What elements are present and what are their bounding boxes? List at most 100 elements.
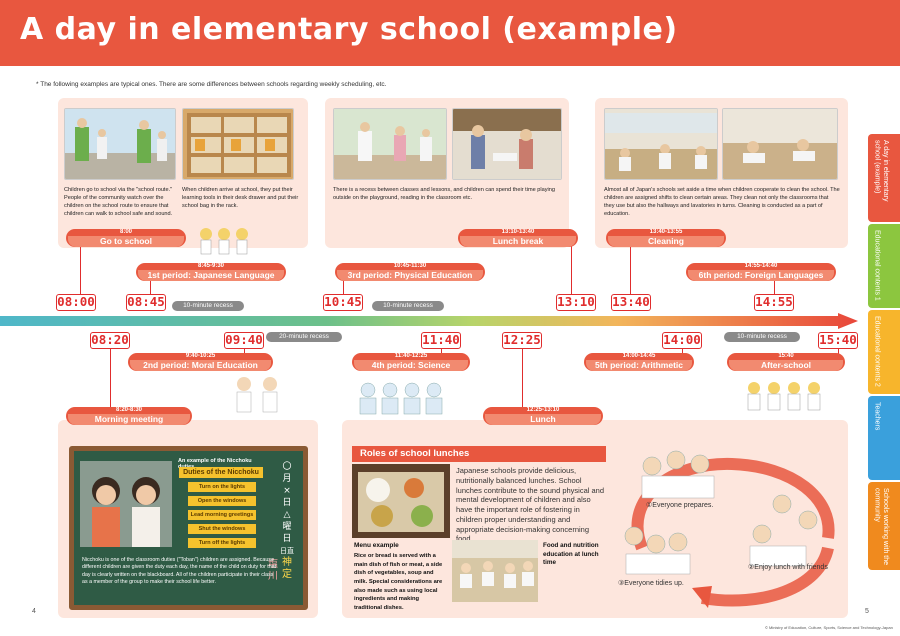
event-name: Lunch break [460, 236, 576, 247]
event-time: 9:40-10:25 [185, 353, 216, 359]
photo-rack [182, 108, 294, 180]
event-time: 14:00-14:45 [622, 353, 656, 359]
children-illustration [236, 377, 278, 413]
photo-school-route [64, 108, 176, 180]
kanji-char: 川 [268, 571, 278, 582]
lunch-description: Japanese schools provide delicious, nutr… [456, 466, 605, 544]
event-time: 10:45-11:30 [393, 263, 427, 269]
event-name: 2nd period: Moral Education [130, 360, 271, 371]
clock-0845: 08:45 [126, 294, 166, 311]
timeline-arrow [0, 313, 858, 329]
kanji-char: 日 [282, 498, 292, 508]
page-number-left: 4 [32, 608, 36, 615]
event-name: 5th period: Arithmetic [586, 360, 692, 371]
tab-educational-contents-2[interactable]: Educational contents 2 [868, 310, 900, 394]
event-time: 8:00 [119, 229, 132, 235]
event-after-school: 15:40 After-school [727, 353, 845, 371]
menu-heading: Menu example [354, 542, 399, 549]
stem [630, 240, 631, 296]
kanji-char: 神 [282, 557, 292, 568]
kanji-char: 曜 [282, 522, 292, 532]
event-lunch-break: 13:10-13:40 Lunch break [458, 229, 578, 247]
menu-description: Rice or bread is served with a main dish… [354, 553, 443, 612]
duty-item: Turn on the lights [188, 482, 256, 492]
tab-label: A day in elementary school (example) [873, 140, 889, 202]
nicchoku-description: Nicchoku is one of the classroom duties … [82, 557, 277, 586]
tab-a-day[interactable]: A day in elementary school (example) [868, 134, 900, 222]
children-illustration [200, 228, 248, 255]
photo-playground [333, 108, 447, 180]
blackboard: An example of the Nicchoku duties Duties… [69, 446, 308, 610]
event-name: Morning meeting [68, 414, 190, 425]
desc-school-route: Children go to school via the "school ro… [64, 187, 173, 218]
recess-pill: 10-minute recess [372, 301, 444, 311]
tab-teachers[interactable]: Teachers [868, 396, 900, 480]
event-name: Go to school [68, 236, 184, 247]
kanji-char: 定 [282, 569, 292, 580]
duty-item: Lead morning greetings [188, 510, 256, 520]
kanji-char: 日直 [280, 547, 294, 555]
children-illustration [747, 382, 821, 411]
clock-1455: 14:55 [754, 294, 794, 311]
duty-item: Turn off the lights [188, 538, 256, 548]
duty-item: Open the windows [188, 496, 256, 506]
desc-recess: There is a recess between classes and le… [333, 187, 556, 202]
event-name: Cleaning [608, 236, 724, 247]
photo-children [80, 461, 172, 547]
photo-reading [452, 108, 562, 180]
event-name: Lunch [485, 414, 601, 425]
photo-cleaning-2 [722, 108, 838, 180]
clock-1400: 14:00 [662, 332, 702, 349]
event-go-to-school: 8:00 Go to school [66, 229, 186, 247]
event-third-period: 10:45-11:30 3rd period: Physical Educati… [335, 263, 485, 281]
event-fifth-period: 14:00-14:45 5th period: Arithmetic [584, 353, 694, 371]
lunch-step-prepare: ①Everyone prepares. [646, 502, 714, 509]
tab-label: Educational contents 2 [873, 316, 881, 387]
event-name: 4th period: Science [354, 360, 468, 371]
recess-pill: 20-minute recess [266, 332, 342, 342]
lunch-step-enjoy: ②Enjoy lunch with friends [748, 564, 828, 571]
recess-pill: 10-minute recess [172, 301, 244, 311]
page-title: A day in elementary school (example) [20, 12, 678, 47]
event-time: 11:40-12:25 [394, 353, 428, 359]
event-lunch: 12:25-13:10 Lunch [483, 407, 603, 425]
children-illustration [359, 382, 443, 415]
page-number-right: 5 [865, 608, 869, 615]
event-cleaning: 13:40-13:55 Cleaning [606, 229, 726, 247]
clock-1225: 12:25 [502, 332, 542, 349]
kanji-char: 塩 [268, 559, 278, 570]
event-time: 13:10-13:40 [501, 229, 535, 235]
event-name: After-school [729, 360, 843, 371]
lunch-title: Roles of school lunches [352, 446, 606, 462]
duty-title: Duties of the Nicchoku [179, 467, 263, 478]
event-time: 8:20-8:30 [115, 407, 142, 413]
event-time: 13:40-13:55 [649, 229, 683, 235]
tab-label: Schools working with the community [873, 488, 889, 566]
clock-1045: 10:45 [323, 294, 363, 311]
nutrition-heading: Food and nutrition education at lunch ti… [543, 542, 599, 566]
kanji-char: × [283, 486, 291, 496]
recess-pill: 10-minute recess [724, 332, 800, 342]
copyright: © Ministry of Education, Culture, Sports… [765, 625, 893, 630]
blackboard-kanji: 〇 月 × 日 △ 曜 日 日直 塩 川 神 定 [268, 461, 298, 583]
event-time: 15:40 [778, 353, 794, 359]
event-time: 12:25-13:10 [526, 407, 560, 413]
event-second-period: 9:40-10:25 2nd period: Moral Education [128, 353, 273, 371]
tab-educational-contents-1[interactable]: Educational contents 1 [868, 224, 900, 308]
tab-label: Educational contents 1 [873, 230, 881, 301]
event-sixth-period: 14:55-14:40 6th period: Foreign Language… [686, 263, 836, 281]
tab-schools-community[interactable]: Schools working with the community [868, 482, 900, 570]
event-time: 8:45-9:30 [197, 263, 224, 269]
lunch-cycle-illustration [624, 450, 835, 608]
event-name: 6th period: Foreign Languages [688, 270, 834, 281]
event-time: 14:55-14:40 [744, 263, 778, 269]
kanji-char: 月 [282, 474, 292, 484]
page-header: A day in elementary school (example) [0, 0, 900, 66]
stem [522, 348, 523, 408]
clock-1310: 13:10 [556, 294, 596, 311]
stem [80, 240, 81, 296]
kanji-char: △ [283, 510, 291, 520]
photo-classroom-lunch [452, 540, 538, 602]
clock-0820: 08:20 [90, 332, 130, 349]
clock-1340: 13:40 [611, 294, 651, 311]
